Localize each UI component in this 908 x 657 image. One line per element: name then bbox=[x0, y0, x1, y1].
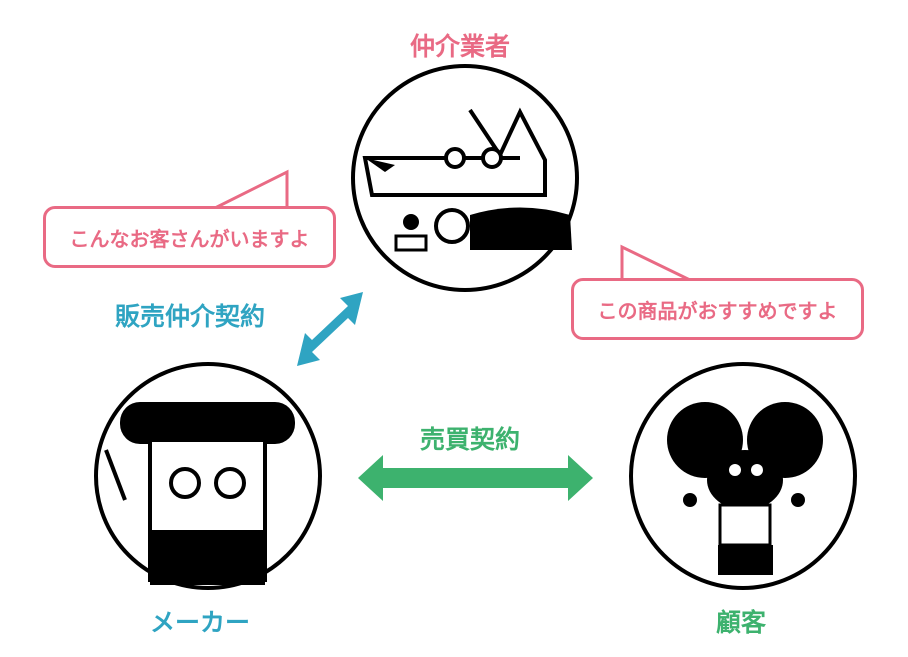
broker-label: 仲介業者 bbox=[410, 32, 511, 61]
customer-label: 顧客 bbox=[716, 608, 767, 637]
brokerage-arrow bbox=[297, 292, 363, 366]
broker-illustration bbox=[351, 64, 579, 292]
speech-bubble-broker-to-maker: こんなお客さんがいますよ bbox=[43, 206, 336, 268]
bubble-tail-maker bbox=[214, 169, 289, 210]
sales-contract-label: 売買契約 bbox=[420, 425, 521, 454]
maker-label: メーカー bbox=[150, 608, 251, 637]
speech-bubble-broker-to-customer: この商品がおすすめですよ bbox=[571, 278, 864, 340]
sales-arrow bbox=[358, 455, 593, 501]
maker-illustration bbox=[94, 362, 322, 590]
customer-illustration bbox=[629, 362, 857, 590]
bubble-tail-customer bbox=[620, 244, 691, 282]
brokerage-contract-label: 販売仲介契約 bbox=[115, 302, 266, 331]
